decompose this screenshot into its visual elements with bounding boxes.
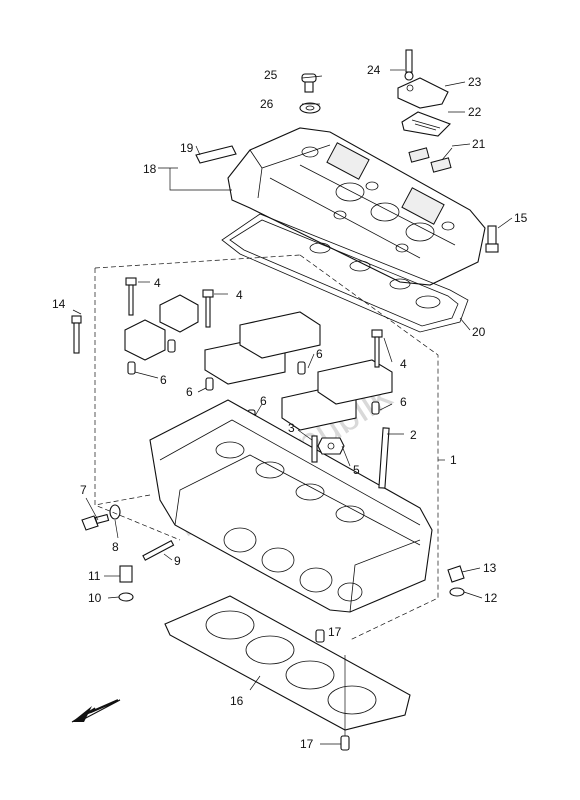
cap-nut — [447, 565, 465, 583]
callout-6-c: 6 — [186, 385, 193, 399]
cam-cap-bolts — [125, 277, 383, 368]
callout-22: 22 — [468, 105, 482, 119]
side-bolt — [81, 513, 110, 531]
callout-7: 7 — [80, 483, 87, 497]
spark-plug — [485, 225, 499, 253]
callout-11: 11 — [88, 569, 101, 583]
callout-4-right: 4 — [400, 357, 407, 371]
callout-9: 9 — [174, 554, 181, 568]
front-direction-arrow — [71, 699, 121, 723]
callout-8: 8 — [112, 540, 119, 554]
callout-5: 5 — [353, 463, 360, 477]
callout-25: 25 — [264, 68, 278, 82]
cover-strip — [195, 145, 237, 164]
callout-6-e: 6 — [400, 395, 407, 409]
callout-14: 14 — [52, 297, 66, 311]
callout-15: 15 — [514, 211, 528, 225]
gasket-dowel-upper — [315, 629, 325, 643]
callout-13: 13 — [483, 561, 497, 575]
callout-2: 2 — [410, 428, 417, 442]
callout-6-b: 6 — [316, 347, 323, 361]
callout-3: 3 — [288, 421, 295, 435]
callout-24: 24 — [367, 63, 381, 77]
breather-cover-assembly — [397, 77, 452, 173]
side-washer — [109, 504, 121, 520]
side-stud — [142, 539, 175, 561]
gasket-dowel-lower — [340, 735, 350, 751]
assembly-boundary — [94, 254, 439, 641]
callout-23: 23 — [468, 75, 482, 89]
camshaft-caps — [124, 294, 393, 431]
stud-bolt — [71, 315, 82, 354]
head-plug — [317, 437, 345, 455]
callout-4-center: 4 — [236, 288, 243, 302]
head-stud — [311, 435, 318, 463]
cylinder-head-gasket — [164, 595, 411, 731]
breather-bolt — [404, 49, 414, 81]
leader-lines — [72, 69, 513, 745]
callout-1: 1 — [450, 453, 457, 467]
washer-right — [449, 587, 465, 597]
callout-labels: 1 2 3 4 4 4 5 6 6 6 6 6 7 8 9 10 11 12 1… — [52, 63, 528, 751]
collar — [119, 565, 133, 583]
callout-26: 26 — [260, 97, 274, 111]
callout-17-lower: 17 — [300, 737, 314, 751]
callout-19: 19 — [180, 141, 194, 155]
callout-21: 21 — [472, 137, 486, 151]
washer-left — [118, 592, 134, 602]
callout-6-d: 6 — [260, 394, 267, 408]
oil-pipe — [378, 427, 390, 489]
callout-12: 12 — [484, 591, 498, 605]
callout-4-left: 4 — [154, 276, 161, 290]
callout-18: 18 — [143, 162, 157, 176]
callout-16: 16 — [230, 694, 244, 708]
head-cover-gasket — [221, 213, 469, 333]
breather-washer — [299, 102, 321, 114]
callout-10: 10 — [88, 591, 102, 605]
callout-6-a: 6 — [160, 373, 167, 387]
callout-20: 20 — [472, 325, 486, 339]
cylinder-head-cover — [227, 127, 486, 286]
callout-17-upper: 17 — [328, 625, 342, 639]
